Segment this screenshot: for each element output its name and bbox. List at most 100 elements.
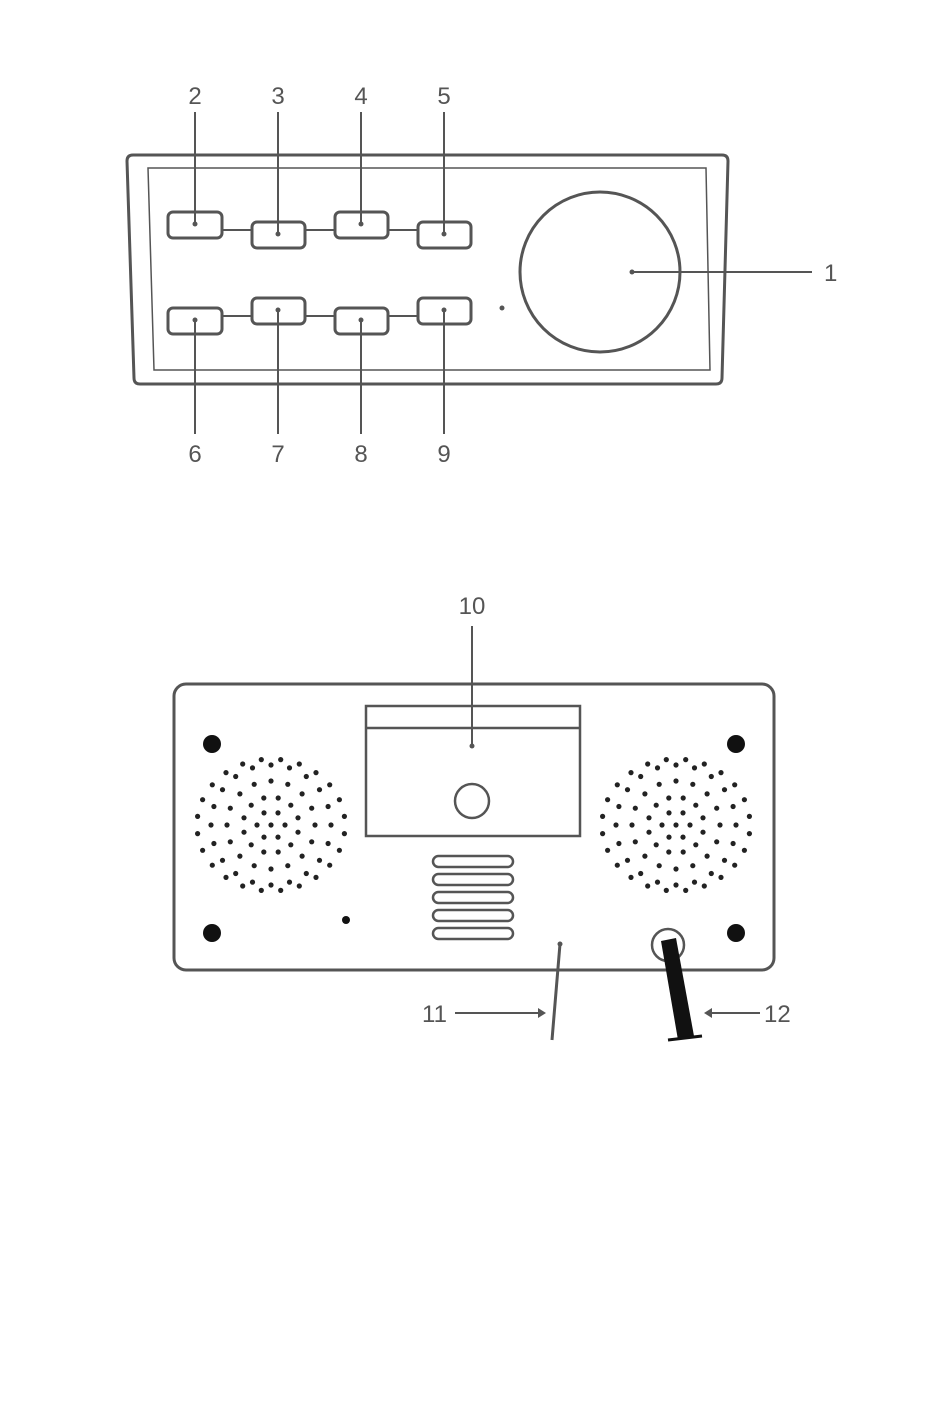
speaker-hole <box>228 839 233 844</box>
speaker-hole <box>309 806 314 811</box>
speaker-hole <box>633 806 638 811</box>
callout-11: 11 <box>422 1001 447 1028</box>
speaker-hole <box>654 803 659 808</box>
leader-tip <box>442 308 447 313</box>
speaker-hole <box>642 791 647 796</box>
speaker-hole <box>200 797 205 802</box>
callout-12: 12 <box>764 1001 791 1028</box>
speaker-hole <box>700 815 705 820</box>
speaker-hole <box>275 810 280 815</box>
front-panel-inner <box>148 168 710 370</box>
speaker-hole <box>646 815 651 820</box>
speaker-hole <box>249 803 254 808</box>
speaker-hole <box>718 770 723 775</box>
leader-tip <box>276 308 281 313</box>
speaker-hole <box>300 854 305 859</box>
speaker-hole <box>210 863 215 868</box>
speaker-hole <box>276 849 281 854</box>
speaker-hole <box>615 782 620 787</box>
power-cable <box>661 938 694 1040</box>
speaker-hole <box>304 871 309 876</box>
speaker-hole <box>275 835 280 840</box>
speaker-hole <box>731 841 736 846</box>
cable-end <box>668 1036 702 1040</box>
speaker-hole <box>702 761 707 766</box>
speaker-hole <box>628 875 633 880</box>
speaker-hole <box>240 883 245 888</box>
speaker-hole <box>731 804 736 809</box>
bracket-screw-hole <box>455 784 489 818</box>
speaker-hole <box>200 848 205 853</box>
speaker-hole <box>747 831 752 836</box>
speaker-hole <box>317 858 322 863</box>
speaker-hole <box>220 858 225 863</box>
speaker-hole <box>616 841 621 846</box>
speaker-hole <box>680 835 685 840</box>
screw-icon <box>203 924 221 942</box>
arrow-head-11 <box>538 1008 546 1018</box>
speaker-hole <box>250 765 255 770</box>
indicator-dot <box>500 306 505 311</box>
speaker-hole <box>666 810 671 815</box>
callout-1: 1 <box>824 260 837 287</box>
speaker-hole <box>312 822 317 827</box>
vent-slot <box>433 856 513 867</box>
speaker-hole <box>600 831 605 836</box>
speaker-hole <box>278 888 283 893</box>
speaker-hole <box>645 883 650 888</box>
speaker-hole <box>628 770 633 775</box>
leader-tip <box>442 232 447 237</box>
speaker-hole <box>690 863 695 868</box>
speaker-hole <box>287 765 292 770</box>
speaker-hole <box>690 782 695 787</box>
speaker-hole <box>692 765 697 770</box>
speaker-hole <box>337 848 342 853</box>
speaker-hole <box>655 880 660 885</box>
leader-tip <box>359 318 364 323</box>
front-view <box>127 112 812 434</box>
speaker-hole <box>313 875 318 880</box>
callout-6: 6 <box>188 441 201 468</box>
leader-tip <box>193 222 198 227</box>
speaker-hole <box>252 782 257 787</box>
speaker-hole <box>259 888 264 893</box>
vent-slot <box>433 928 513 939</box>
speaker-hole <box>733 822 738 827</box>
speaker-hole <box>646 830 651 835</box>
speaker-hole <box>659 822 664 827</box>
callout-7: 7 <box>271 441 284 468</box>
speaker-hole <box>683 888 688 893</box>
speaker-hole <box>705 854 710 859</box>
speaker-hole <box>616 804 621 809</box>
vent-grille <box>433 856 513 939</box>
leader-tip <box>470 744 475 749</box>
speaker-hole <box>208 822 213 827</box>
speaker-hole <box>693 842 698 847</box>
callout-10: 10 <box>459 593 486 620</box>
callout-9: 9 <box>437 441 450 468</box>
speaker-hole <box>220 787 225 792</box>
speaker-hole <box>655 765 660 770</box>
speaker-hole <box>681 795 686 800</box>
leader-tip <box>359 222 364 227</box>
speaker-hole <box>702 883 707 888</box>
speaker-hole <box>657 863 662 868</box>
speaker-hole <box>642 854 647 859</box>
speaker-hole <box>250 880 255 885</box>
speaker-hole <box>747 814 752 819</box>
speaker-hole <box>666 835 671 840</box>
speaker-hole <box>673 866 678 871</box>
rear-view <box>174 626 774 1040</box>
speaker-hole <box>313 770 318 775</box>
speaker-hole <box>613 822 618 827</box>
speaker-hole <box>268 778 273 783</box>
speaker-hole <box>673 762 678 767</box>
speaker-hole <box>666 849 671 854</box>
speaker-hole <box>681 849 686 854</box>
front-housing <box>127 155 728 384</box>
speaker-hole <box>683 757 688 762</box>
speaker-hole <box>342 831 347 836</box>
speaker-hole <box>241 815 246 820</box>
speaker-hole <box>285 782 290 787</box>
speaker-hole <box>241 830 246 835</box>
